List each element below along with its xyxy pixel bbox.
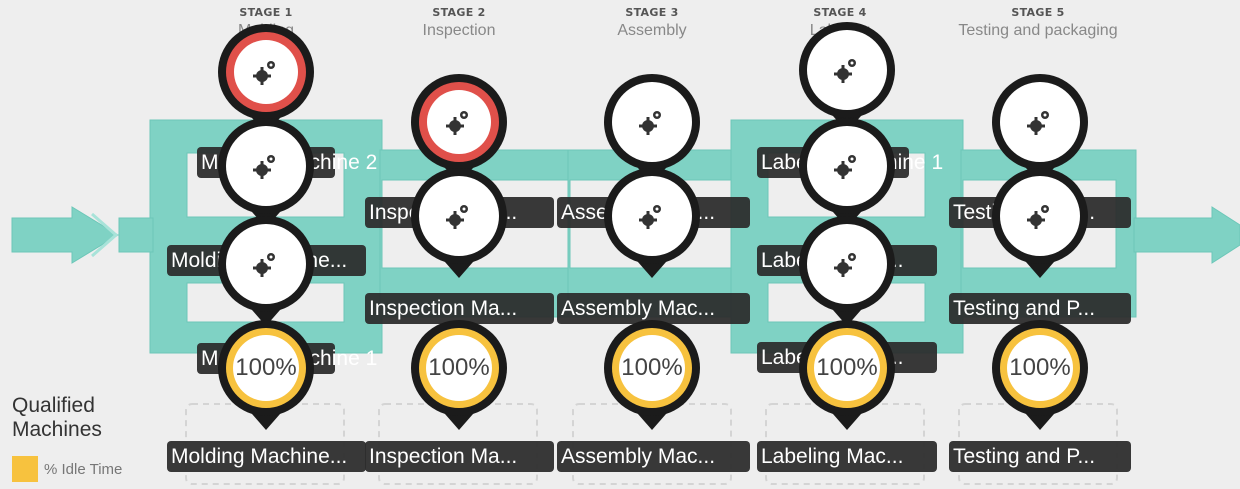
stage-number: STAGE 3 bbox=[625, 6, 679, 19]
idle-percent: 100% bbox=[1009, 354, 1071, 381]
legend-label: % Idle Time bbox=[44, 460, 123, 478]
gears-icon bbox=[253, 253, 275, 277]
qualified-machine-label[interactable]: Inspection Ma... bbox=[365, 441, 554, 472]
machine-pin[interactable] bbox=[990, 72, 1090, 186]
idle-swatch-icon bbox=[12, 456, 38, 482]
gears-icon bbox=[834, 155, 856, 179]
gears-icon bbox=[253, 155, 275, 179]
stage-header: STAGE 2 Inspection bbox=[349, 6, 569, 40]
idle-percent: 100% bbox=[816, 354, 878, 381]
idle-time-pin[interactable] bbox=[409, 318, 509, 432]
stage-number: STAGE 2 bbox=[432, 6, 486, 19]
qualified-machine-label[interactable]: Testing and P... bbox=[949, 441, 1131, 472]
idle-time-pin[interactable] bbox=[216, 318, 316, 432]
machine-pin[interactable] bbox=[216, 116, 316, 230]
flow-out-arrow bbox=[1133, 206, 1240, 264]
legend: Qualified Machines % Idle Time bbox=[12, 394, 132, 482]
stage-number: STAGE 4 bbox=[813, 6, 867, 19]
machine-label[interactable]: Assembly Mac... bbox=[557, 293, 750, 324]
stage-header: STAGE 3 Assembly bbox=[542, 6, 762, 40]
machine-label[interactable]: Testing and P... bbox=[949, 293, 1131, 324]
qualified-machine-label[interactable]: Molding Machine... bbox=[167, 441, 366, 472]
machine-pin[interactable] bbox=[602, 72, 702, 186]
machine-pin-alert[interactable] bbox=[216, 22, 316, 136]
machine-pin[interactable] bbox=[216, 214, 316, 328]
gears-icon bbox=[446, 205, 468, 229]
machine-pin[interactable] bbox=[797, 116, 897, 230]
machine-label[interactable]: Inspection Ma... bbox=[365, 293, 554, 324]
idle-percent: 100% bbox=[428, 354, 490, 381]
idle-time-pin[interactable] bbox=[797, 318, 897, 432]
gears-icon bbox=[639, 205, 661, 229]
gears-icon bbox=[253, 61, 275, 85]
stage-name: Testing and packaging bbox=[958, 22, 1118, 39]
gears-icon bbox=[1027, 111, 1049, 135]
idle-percent: 100% bbox=[621, 354, 683, 381]
flow-in-arrow bbox=[11, 206, 119, 264]
stage-name: Assembly bbox=[617, 22, 687, 39]
idle-time-pin[interactable] bbox=[602, 318, 702, 432]
machine-pin[interactable] bbox=[797, 20, 897, 134]
qualified-machine-label[interactable]: Labeling Mac... bbox=[757, 441, 937, 472]
machine-pin[interactable] bbox=[797, 214, 897, 328]
stage-number: STAGE 5 bbox=[1011, 6, 1065, 19]
stage-number: STAGE 1 bbox=[239, 6, 293, 19]
flow-in-chevron bbox=[91, 212, 119, 258]
stage-name: Inspection bbox=[422, 22, 496, 39]
machine-pin[interactable] bbox=[602, 166, 702, 280]
gears-icon bbox=[834, 253, 856, 277]
qualified-machine-label[interactable]: Assembly Mac... bbox=[557, 441, 750, 472]
legend-item: % Idle Time bbox=[12, 456, 132, 482]
machine-pin[interactable] bbox=[990, 166, 1090, 280]
gears-icon bbox=[639, 111, 661, 135]
machine-pin[interactable] bbox=[409, 166, 509, 280]
stage-header: STAGE 5 Testing and packaging bbox=[928, 6, 1148, 40]
idle-time-pin[interactable] bbox=[990, 318, 1090, 432]
idle-percent: 100% bbox=[235, 354, 297, 381]
gears-icon bbox=[834, 59, 856, 83]
gears-icon bbox=[1027, 205, 1049, 229]
gears-icon bbox=[446, 111, 468, 135]
legend-title: Qualified Machines bbox=[12, 394, 102, 441]
